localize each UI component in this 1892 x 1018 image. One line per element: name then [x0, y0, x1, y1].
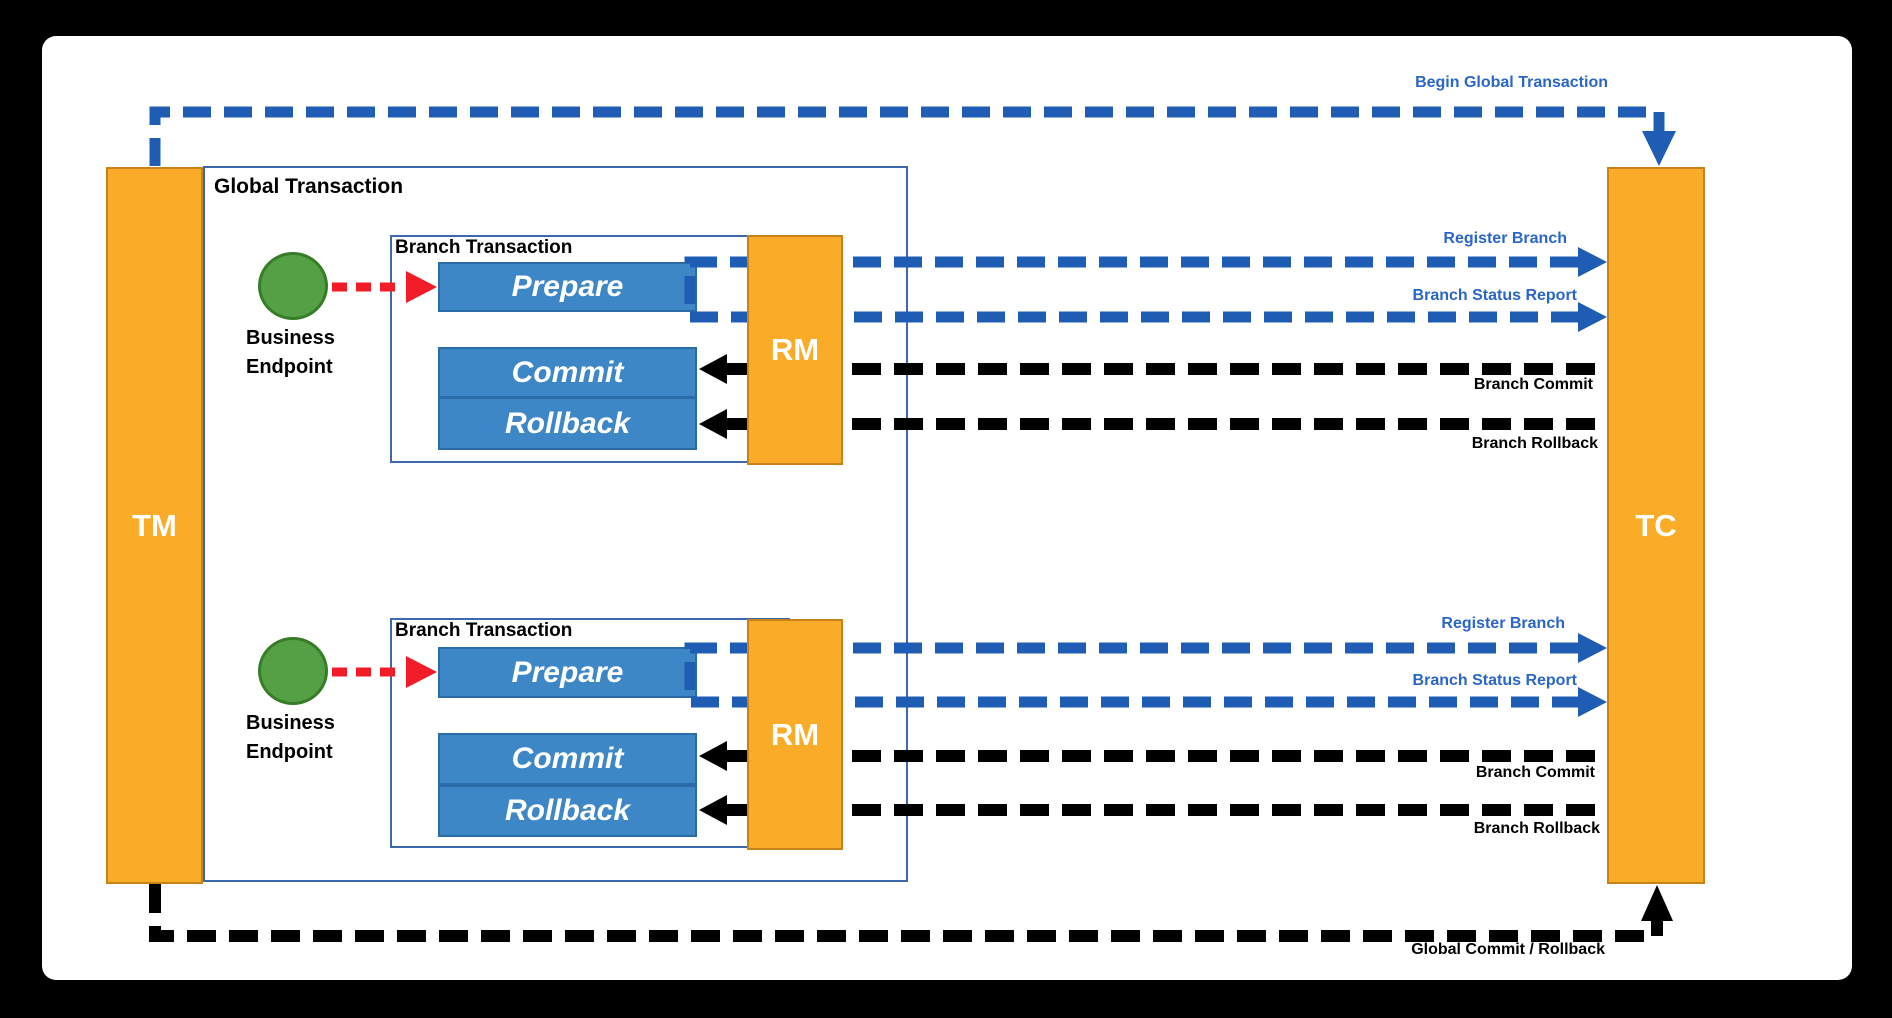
business-endpoint-circle-2 — [258, 637, 328, 705]
prepare-box-1: Prepare — [438, 262, 697, 312]
resource-manager-bar-2: RM — [747, 619, 843, 850]
register-branch-label-2: Register Branch — [1441, 615, 1565, 632]
branch-status-report-label-2: Branch Status Report — [1412, 672, 1577, 689]
business-endpoint-circle-1 — [258, 252, 328, 320]
register-branch-label-1: Register Branch — [1443, 230, 1567, 247]
diagram-canvas — [42, 36, 1852, 980]
branch-status-report-label-1: Branch Status Report — [1412, 287, 1577, 304]
rollback-box-1: Rollback — [438, 397, 697, 450]
global-transaction-box — [203, 166, 908, 882]
transaction-coordinator-bar: TC — [1607, 167, 1705, 884]
prepare-box-2: Prepare — [438, 647, 697, 698]
global-commit-rollback-label: Global Commit / Rollback — [1411, 941, 1605, 958]
commit-box-2: Commit — [438, 733, 697, 785]
branch-commit-label-1: Branch Commit — [1473, 376, 1593, 393]
global-transaction-label: Global Transaction — [214, 175, 404, 198]
rollback-box-2: Rollback — [438, 785, 697, 837]
branch-rollback-label-2: Branch Rollback — [1473, 820, 1600, 837]
commit-box-1: Commit — [438, 347, 697, 398]
resource-manager-bar-1: RM — [747, 235, 843, 465]
transaction-manager-bar: TM — [106, 167, 203, 884]
branch-commit-label-2: Branch Commit — [1475, 764, 1595, 781]
begin-global-transaction-label: Begin Global Transaction — [1415, 74, 1608, 91]
business-endpoint-label-1: Business Endpoint — [246, 327, 335, 378]
branch-transaction-label-2: Branch Transaction — [395, 620, 573, 641]
business-endpoint-label-2: Business Endpoint — [246, 712, 335, 763]
branch-transaction-label-1: Branch Transaction — [395, 237, 573, 258]
branch-rollback-label-1: Branch Rollback — [1471, 435, 1598, 452]
